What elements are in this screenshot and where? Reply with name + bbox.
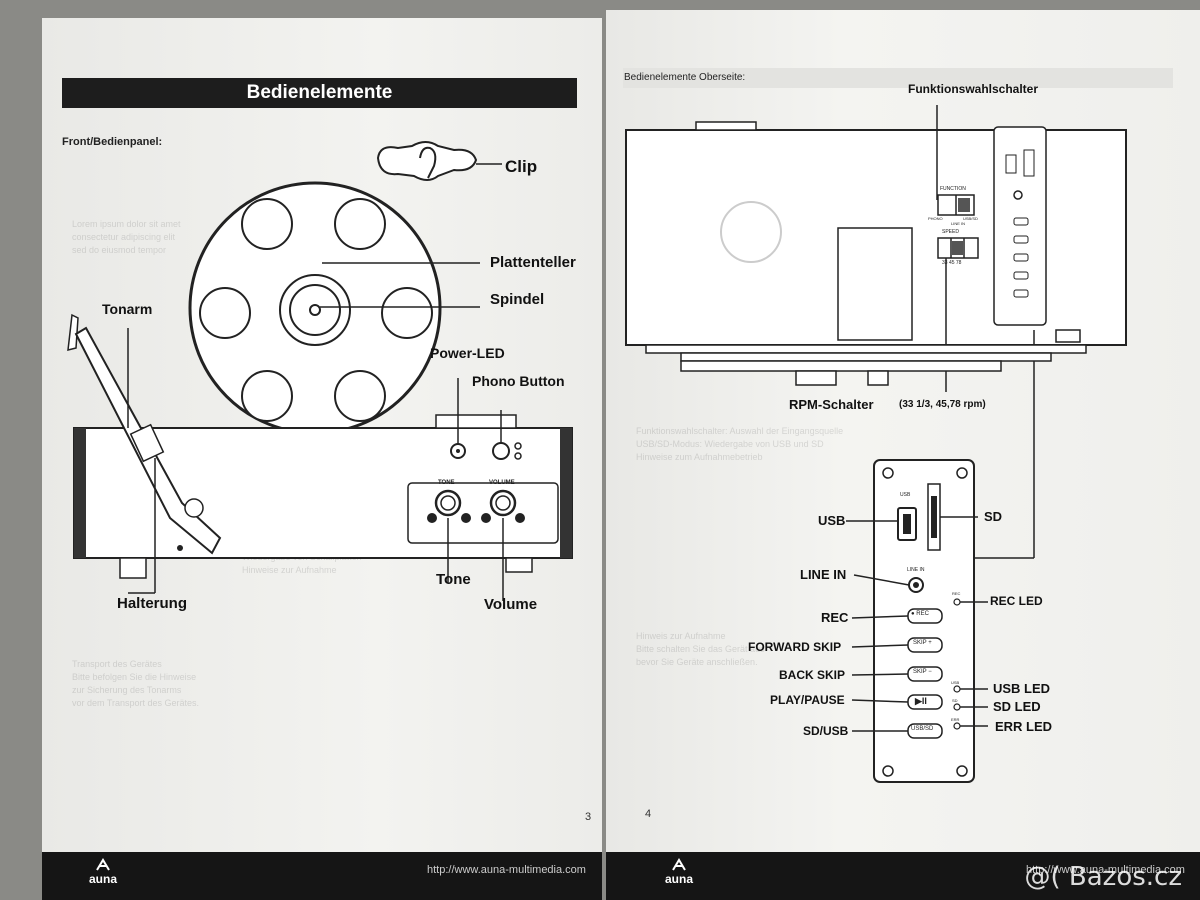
bazos-watermark: @( Bazos.cz xyxy=(1024,862,1183,892)
section-subheading: Front/Bedienpanel: xyxy=(62,136,163,148)
skip-forward-button-text: SKIP + xyxy=(913,640,932,646)
right-manual-page: Bedienelemente Oberseite: Funktionswahls… xyxy=(606,10,1200,900)
label-back-skip: BACK SKIP xyxy=(779,668,846,682)
label-usb: USB xyxy=(818,513,846,528)
label-line-in: LINE IN xyxy=(800,567,847,582)
page-title: Bedienelemente xyxy=(62,78,577,108)
play-pause-button-text: ▶II xyxy=(915,696,927,706)
panel-text-volume: VOLUME xyxy=(489,480,515,486)
panel-text-usb-led: USB xyxy=(951,680,960,685)
label-tone: Tone xyxy=(436,571,471,588)
label-rpm-values: (33 1/3, 45,78 rpm) xyxy=(899,399,986,410)
footer-url: http://www.auna-multimedia.com xyxy=(427,864,586,876)
page-footer: auna http://www.auna-multimedia.com xyxy=(606,852,1200,900)
usb-sd-button-text: USB/SD xyxy=(911,726,934,732)
page-number: 3 xyxy=(585,811,592,823)
left-manual-page: Bedienelemente Front/Bedienpanel: Lorem … xyxy=(42,18,602,900)
auna-logo: auna xyxy=(78,858,128,886)
skip-back-button-text: SKIP − xyxy=(913,669,932,675)
label-clip: Clip xyxy=(505,157,538,176)
label-err-led: ERR LED xyxy=(995,719,1053,734)
panel-text-err-led: ERR xyxy=(951,717,960,722)
label-tonarm: Tonarm xyxy=(102,301,153,317)
label-usb-led: USB LED xyxy=(993,681,1051,696)
auna-logo-icon xyxy=(96,858,110,871)
panel-text-usb: USB xyxy=(900,492,911,498)
label-rec-led: REC LED xyxy=(990,594,1043,608)
panel-text-function: FUNCTION xyxy=(940,186,966,192)
platter-illustration xyxy=(188,181,480,485)
panel-text-line-in-small: LINE IN xyxy=(951,221,966,226)
label-plattenteller: Plattenteller xyxy=(490,254,576,271)
auna-logo-icon xyxy=(672,858,686,871)
panel-text-sd-led: SD xyxy=(952,698,958,703)
label-rec: REC xyxy=(821,610,849,625)
label-forward-skip: FORWARD SKIP xyxy=(748,640,842,654)
page-number: 4 xyxy=(645,808,652,820)
label-sd-led: SD LED xyxy=(993,699,1041,714)
label-volume: Volume xyxy=(484,596,538,613)
header-band xyxy=(623,68,1173,88)
label-sd: SD xyxy=(984,509,1003,524)
panel-text-speed: SPEED xyxy=(942,229,959,235)
panel-text-usb-sd-small: USB/SD xyxy=(963,216,978,221)
panel-text-rec: REC xyxy=(952,591,961,596)
panel-text-tone: TONE xyxy=(438,480,455,486)
label-power-led: Power-LED xyxy=(430,345,505,361)
auna-logo-text: auna xyxy=(88,872,117,886)
label-sd-usb: SD/USB xyxy=(803,724,849,738)
tonearm-illustration xyxy=(67,313,222,594)
footer-url: http://www.auna-multimedia.com xyxy=(1026,864,1185,876)
label-funktionswahlschalter: Funktionswahlschalter xyxy=(908,82,1039,96)
label-halterung: Halterung xyxy=(117,595,188,612)
label-play-pause: PLAY/PAUSE xyxy=(770,693,845,707)
rec-button-text: ● REC xyxy=(911,611,929,617)
clip-illustration xyxy=(376,141,502,181)
panel-text-speed-values: 33 45 78 xyxy=(942,260,962,266)
auna-logo: auna xyxy=(654,858,704,886)
panel-text-line-in: LINE IN xyxy=(907,567,925,573)
auna-logo-text: auna xyxy=(664,872,693,886)
turntable-front-diagram xyxy=(67,141,573,601)
page-footer: auna http://www.auna-multimedia.com xyxy=(42,852,602,900)
label-phono-button: Phono Button xyxy=(472,373,565,389)
turntable-top-diagram xyxy=(625,105,1127,783)
section-subheading: Bedienelemente Oberseite: xyxy=(624,72,746,83)
label-spindel: Spindel xyxy=(490,291,545,308)
panel-text-phono: PHONO xyxy=(928,216,943,221)
label-rpm-schalter: RPM-Schalter xyxy=(789,397,874,412)
